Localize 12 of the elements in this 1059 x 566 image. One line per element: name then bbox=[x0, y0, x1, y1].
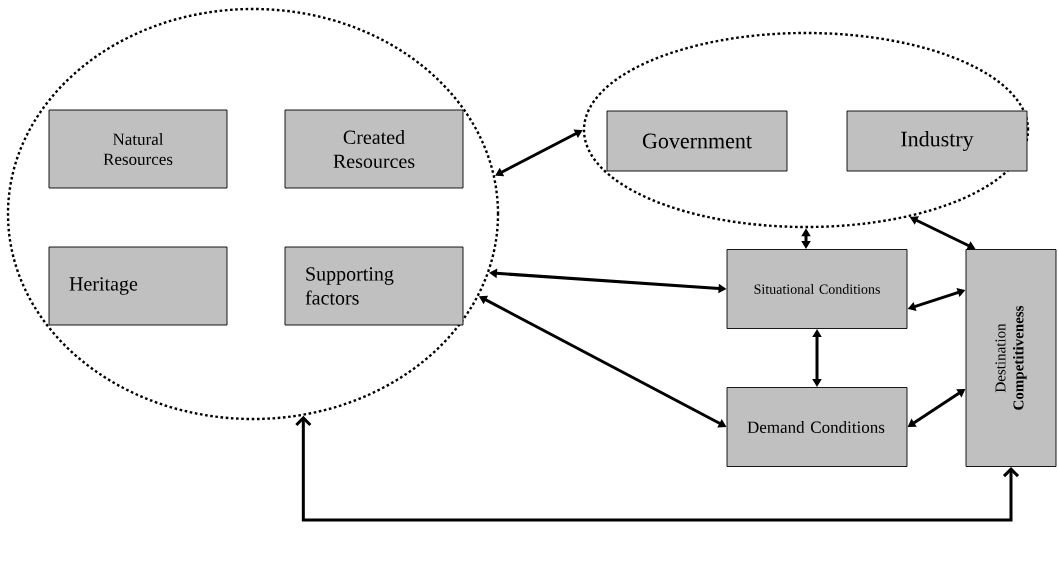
factor-box: Supporting factors bbox=[284, 246, 464, 326]
factor-box: Natural Resources bbox=[48, 109, 228, 189]
factor-box: Government bbox=[606, 110, 788, 172]
factor-box: Heritage bbox=[48, 246, 228, 326]
factor-box: Created Resources bbox=[284, 109, 464, 189]
double-arrow bbox=[295, 415, 1020, 522]
dotted-ellipse bbox=[582, 31, 1030, 229]
factor-box: Destination Competitiveness bbox=[965, 249, 1057, 467]
factor-box: Situational Conditions bbox=[726, 249, 908, 329]
factor-box: Demand Conditions bbox=[726, 387, 908, 467]
dotted-ellipse bbox=[6, 7, 500, 421]
factor-box: Industry bbox=[846, 110, 1028, 172]
